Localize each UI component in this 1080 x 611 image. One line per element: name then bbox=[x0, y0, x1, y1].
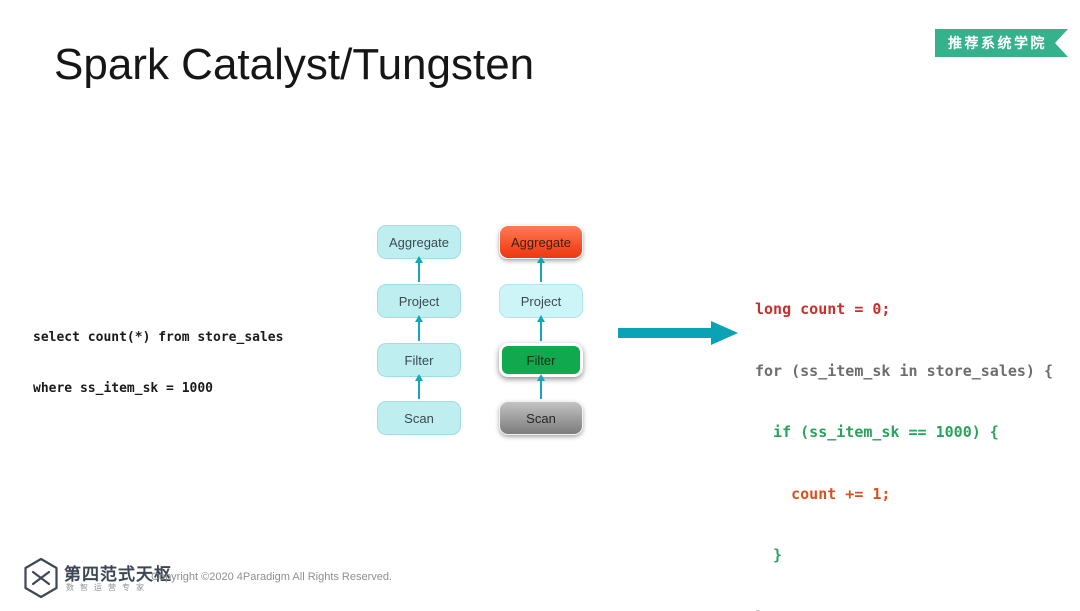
optimized-plan-node-project: Project bbox=[499, 284, 583, 318]
up-arrow-icon bbox=[414, 256, 423, 282]
page-title: Spark Catalyst/Tungsten bbox=[54, 40, 535, 89]
transform-arrow-shaft bbox=[618, 328, 712, 338]
up-arrow-icon bbox=[536, 315, 545, 341]
brand-logo-icon bbox=[24, 557, 58, 599]
optimized-plan-node-filter: Filter bbox=[499, 343, 583, 377]
up-arrow-icon bbox=[536, 374, 545, 399]
logical-plan-node-aggregate: Aggregate bbox=[377, 225, 461, 259]
code-line: long count = 0; bbox=[755, 300, 891, 318]
transform-arrow-icon bbox=[618, 321, 738, 345]
brand-tagline: 数智运营专家 bbox=[66, 583, 150, 592]
logical-plan-node-scan: Scan bbox=[377, 401, 461, 435]
sql-line-1: select count(*) from store_sales bbox=[33, 330, 284, 345]
sql-line-2: where ss_item_sk = 1000 bbox=[33, 381, 214, 396]
logical-plan-node-project: Project bbox=[377, 284, 461, 318]
up-arrow-icon bbox=[536, 256, 545, 282]
code-line: count += 1; bbox=[755, 484, 891, 503]
code-line: } bbox=[755, 546, 783, 564]
brand-name: 第四范式天枢 bbox=[64, 565, 172, 584]
code-line: } bbox=[755, 607, 1053, 611]
optimized-plan-node-scan: Scan bbox=[499, 401, 583, 435]
transform-arrow-head bbox=[711, 321, 738, 345]
copyright-text: Copyright ©2020 4Paradigm All Rights Res… bbox=[151, 571, 393, 583]
up-arrow-icon bbox=[414, 374, 423, 399]
course-ribbon-badge: 推荐系统学院 bbox=[935, 29, 1068, 57]
generated-code-block: long count = 0; for (ss_item_sk in store… bbox=[755, 258, 1053, 611]
up-arrow-icon bbox=[414, 315, 423, 341]
logical-plan-node-filter: Filter bbox=[377, 343, 461, 377]
code-line: for (ss_item_sk in store_sales) { bbox=[755, 361, 1054, 380]
optimized-plan-node-aggregate: Aggregate bbox=[499, 225, 583, 259]
sql-query: select count(*) from store_sales where s… bbox=[33, 295, 283, 431]
code-line: if (ss_item_sk == 1000) { bbox=[755, 423, 999, 441]
